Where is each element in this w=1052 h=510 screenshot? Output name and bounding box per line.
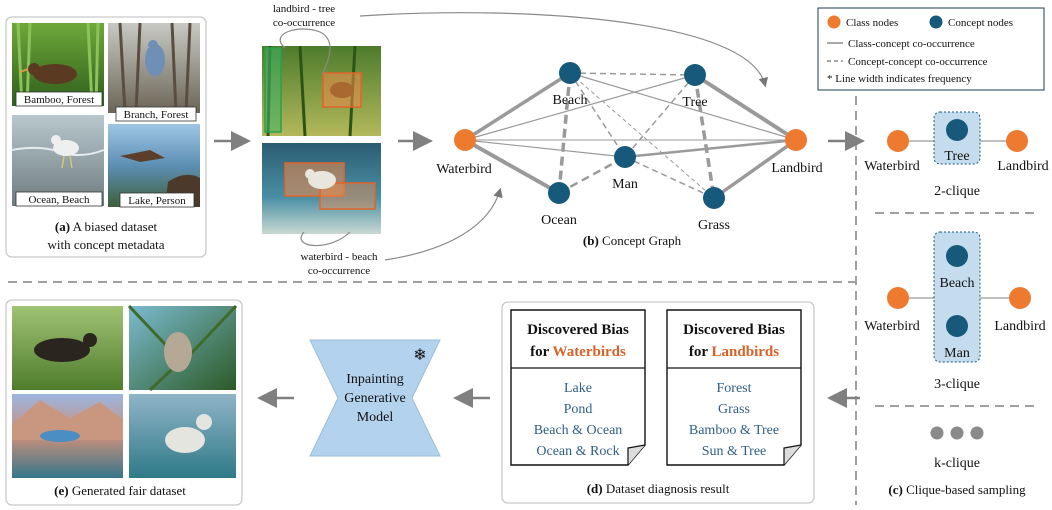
landbird-tree-loop <box>279 28 331 76</box>
two-clique-caption: 2-clique <box>934 184 980 199</box>
three-clique-left-label: Waterbird <box>864 319 920 334</box>
panel-a-frame <box>5 16 207 258</box>
k-clique-dot-2 <box>950 426 964 440</box>
landbirds-card-title-1: Discovered Bias <box>683 322 785 338</box>
three-clique-top-label: Beach <box>940 276 975 291</box>
three-clique-box <box>933 231 981 363</box>
node-beach <box>559 62 581 84</box>
bias-card-waterbirds <box>510 309 646 466</box>
panel-c-caption: (c) Clique-based sampling <box>888 482 1026 497</box>
label-tree: Tree <box>682 95 707 110</box>
label-beach: Beach <box>553 93 588 108</box>
node-man <box>614 146 636 168</box>
landbird-bias-item: Forest <box>717 381 752 396</box>
tag-box-1 <box>15 91 103 107</box>
three-clique-beach-node <box>946 245 968 267</box>
inpainting-model-shape <box>309 339 441 457</box>
legend-concept-nodes: Concept nodes <box>948 17 1013 29</box>
model-label-line3: Model <box>357 410 394 425</box>
panel-d-frame <box>501 301 815 504</box>
tag-lake-person: Lake, Person <box>128 195 186 207</box>
tag-branch-forest: Branch, Forest <box>124 109 189 121</box>
node-tree <box>684 64 706 86</box>
concept-graph-edges <box>464 71 798 200</box>
three-clique-waterbird-node <box>887 287 909 309</box>
panel-e-caption: (e) Generated fair dataset <box>54 483 186 498</box>
waterbirds-card-title-2: for Waterbirds <box>530 344 626 360</box>
legend-concept-node-swatch <box>929 15 943 29</box>
landbird-bias-item: Grass <box>718 402 750 417</box>
tag-box-3 <box>15 191 103 207</box>
k-clique-label: k-clique <box>934 456 980 471</box>
landbird-tree-label-1: landbird - tree <box>273 3 335 15</box>
model-label-line1: Inpainting <box>346 372 404 387</box>
landbird-tree-arrow <box>359 12 769 88</box>
bias-card-landbirds <box>666 309 802 466</box>
landbird-bias-item: Bamboo & Tree <box>689 423 779 438</box>
label-landbird: Landbird <box>771 161 822 176</box>
panel-a-caption-line2: with concept metadata <box>48 237 165 252</box>
node-landbird <box>785 129 807 151</box>
generated-image-3 <box>12 394 123 478</box>
three-clique-bottom-label: Man <box>944 346 970 361</box>
three-clique-man-node <box>946 315 968 337</box>
k-clique-dot-1 <box>930 426 944 440</box>
photo-waterbird-beach <box>262 143 381 234</box>
photo-ocean-beach <box>11 115 105 206</box>
landbirds-card-title-2: for Landbirds <box>689 344 779 360</box>
label-man: Man <box>612 177 638 192</box>
label-waterbird: Waterbird <box>436 162 492 177</box>
node-grass <box>703 187 725 209</box>
snowflake-icon: ❄ <box>413 347 426 364</box>
label-ocean: Ocean <box>541 213 577 228</box>
waterbirds-card-title-1: Discovered Bias <box>527 322 629 338</box>
legend-line-width-note: * Line width indicates frequency <box>827 73 972 85</box>
two-clique-right-label: Landbird <box>997 159 1048 174</box>
legend-class-concept: Class-concept co-occurrence <box>848 38 975 50</box>
two-clique-waterbird-node <box>887 130 909 152</box>
two-clique-landbird-node <box>1006 130 1028 152</box>
panel-b-caption: (b) Concept Graph <box>583 233 682 248</box>
waterbird-bias-item: Lake <box>564 381 592 396</box>
two-clique-center-label: Tree <box>944 149 969 164</box>
node-waterbird <box>454 129 476 151</box>
model-label-line2: Generative <box>344 391 405 406</box>
waterbird-beach-arrow <box>384 187 503 261</box>
waterbird-beach-label-2: co-occurrence <box>308 265 370 277</box>
waterbird-bias-item: Pond <box>564 402 593 417</box>
waterbird-beach-label-1: waterbird - beach <box>301 251 378 263</box>
waterbird-bias-item: Beach & Ocean <box>534 423 623 438</box>
panel-e-frame <box>5 299 243 506</box>
tag-box-2 <box>115 106 197 122</box>
label-grass: Grass <box>698 218 730 233</box>
photo-branch-forest <box>108 22 200 114</box>
waterbird-beach-loop <box>300 231 351 247</box>
generated-image-1 <box>12 306 123 390</box>
waterbird-bias-item: Ocean & Rock <box>536 444 619 459</box>
legend-class-nodes: Class nodes <box>846 17 898 29</box>
legend-class-node-swatch <box>827 15 841 29</box>
node-ocean <box>548 182 570 204</box>
legend-concept-concept: Concept-concept co-occurrence <box>848 56 988 68</box>
generated-image-2 <box>127 304 238 392</box>
panel-d-caption: (d) Dataset diagnosis result <box>587 481 730 496</box>
tag-box-4 <box>119 192 195 208</box>
k-clique-dot-3 <box>970 426 984 440</box>
landbird-tree-label-2: co-occurrence <box>273 17 335 29</box>
panel-a-caption-line1: (a) A biased dataset <box>55 219 158 234</box>
photo-landbird-tree <box>262 45 381 137</box>
two-clique-tree-node <box>946 119 968 141</box>
tag-bamboo-forest: Bamboo, Forest <box>24 94 94 106</box>
landbird-bias-item: Sun & Tree <box>702 444 767 459</box>
two-clique-left-label: Waterbird <box>864 159 920 174</box>
three-clique-landbird-node <box>1009 287 1031 309</box>
generated-image-4 <box>129 394 236 478</box>
three-clique-right-label: Landbird <box>994 319 1045 334</box>
three-clique-caption: 3-clique <box>934 377 980 392</box>
tag-ocean-beach: Ocean, Beach <box>28 194 90 206</box>
